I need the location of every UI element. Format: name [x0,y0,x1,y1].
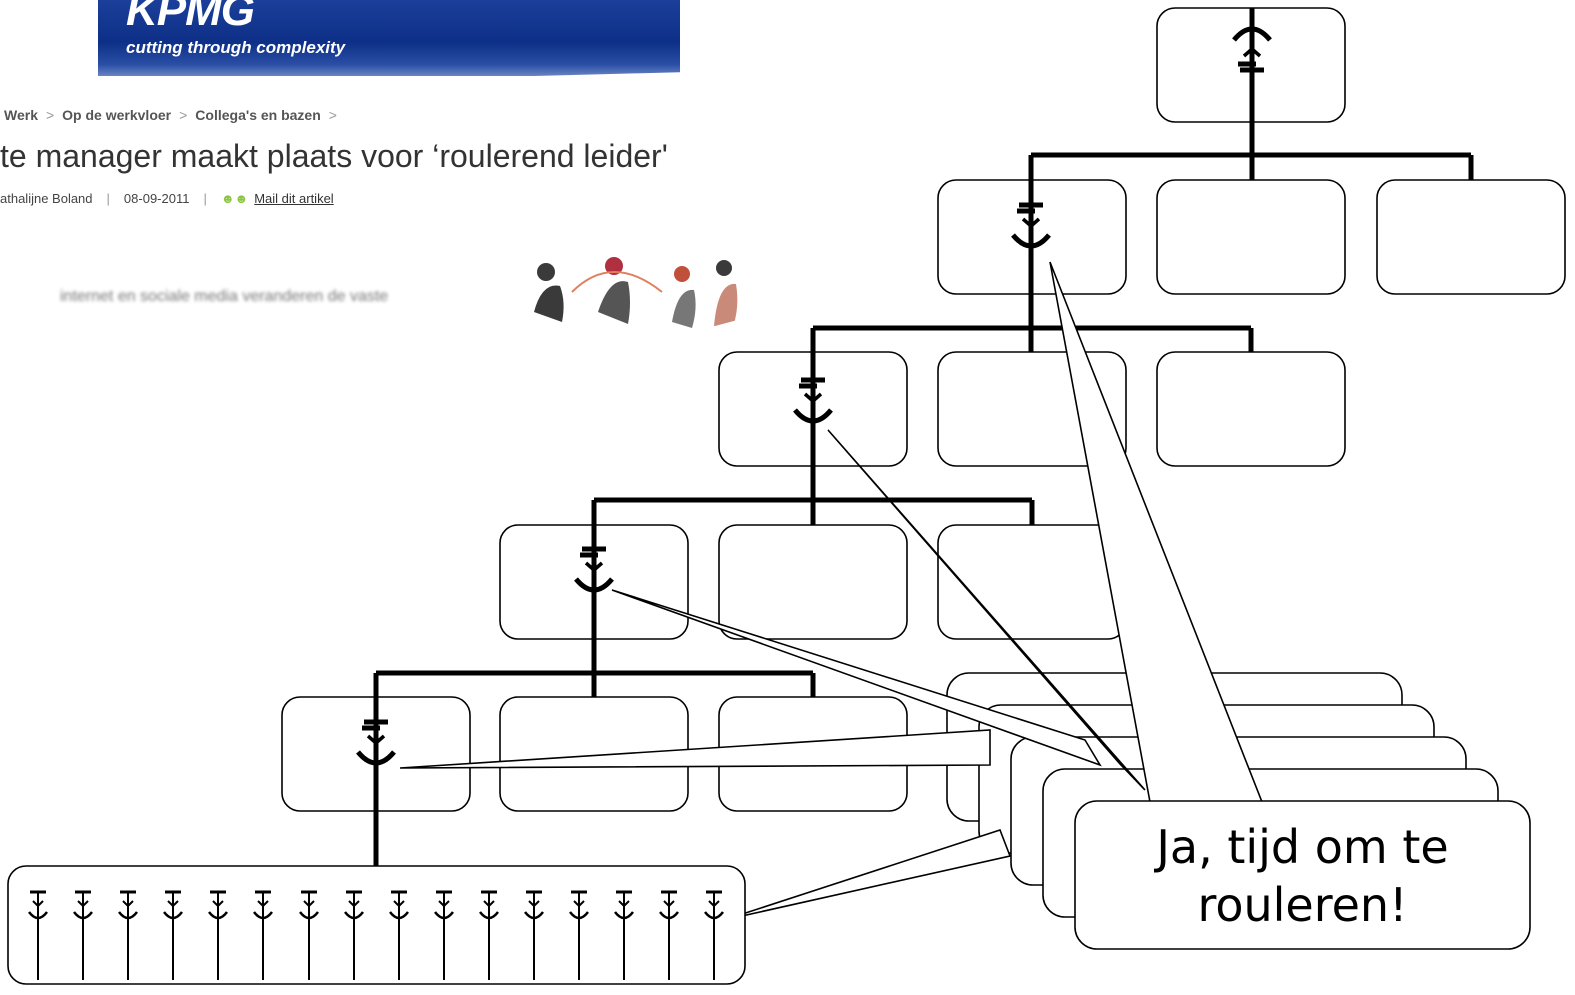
team-box [7,865,746,985]
kpmg-logo: KPMG [126,0,255,35]
org-box-level3 [937,524,1127,640]
speech-bubble-text: Ja, tijd om te rouleren! [1075,818,1530,934]
people-icon: ☻☻ [220,191,249,206]
org-box-level1 [1156,179,1346,295]
newspaper-clipping: KPMG cutting through complexity Werk > Op … [0,0,800,336]
mail-article-link[interactable]: Mail dit artikel [254,191,334,206]
speech-bubble-tails [399,261,1264,921]
breadcrumb-item[interactable]: Werk [4,107,38,123]
speech-bubble [1074,800,1531,950]
breadcrumb: Werk > Op de werkvloer > Collega's en bazen > [4,107,345,123]
chevron-right-icon: > [328,107,337,123]
org-box-level2 [1156,351,1346,467]
breadcrumb-item[interactable]: Op de werkvloer [62,107,172,123]
speech-line-2: rouleren! [1197,878,1408,932]
org-box-level1 [1376,179,1566,295]
chevron-right-icon: > [45,107,55,123]
kpmg-tagline: cutting through complexity [126,38,346,57]
breadcrumb-item[interactable]: Collega's en bazen [195,107,321,123]
people-illustration [534,257,738,330]
article-byline: athalijne Boland|08-09-2011|☻☻Mail dit a… [0,191,334,206]
article-headline: te manager maakt plaats voor ‘roulerend … [0,138,668,174]
article-body-snippet: internet en sociale media veranderen de … [60,288,389,305]
org-box-level3 [718,524,908,640]
author-name: athalijne Boland [0,191,93,206]
speech-line-1: Ja, tijd om te [1156,820,1449,874]
chevron-right-icon: > [179,107,188,123]
article-date: 08-09-2011 [123,191,190,206]
kpmg-banner [98,0,680,76]
